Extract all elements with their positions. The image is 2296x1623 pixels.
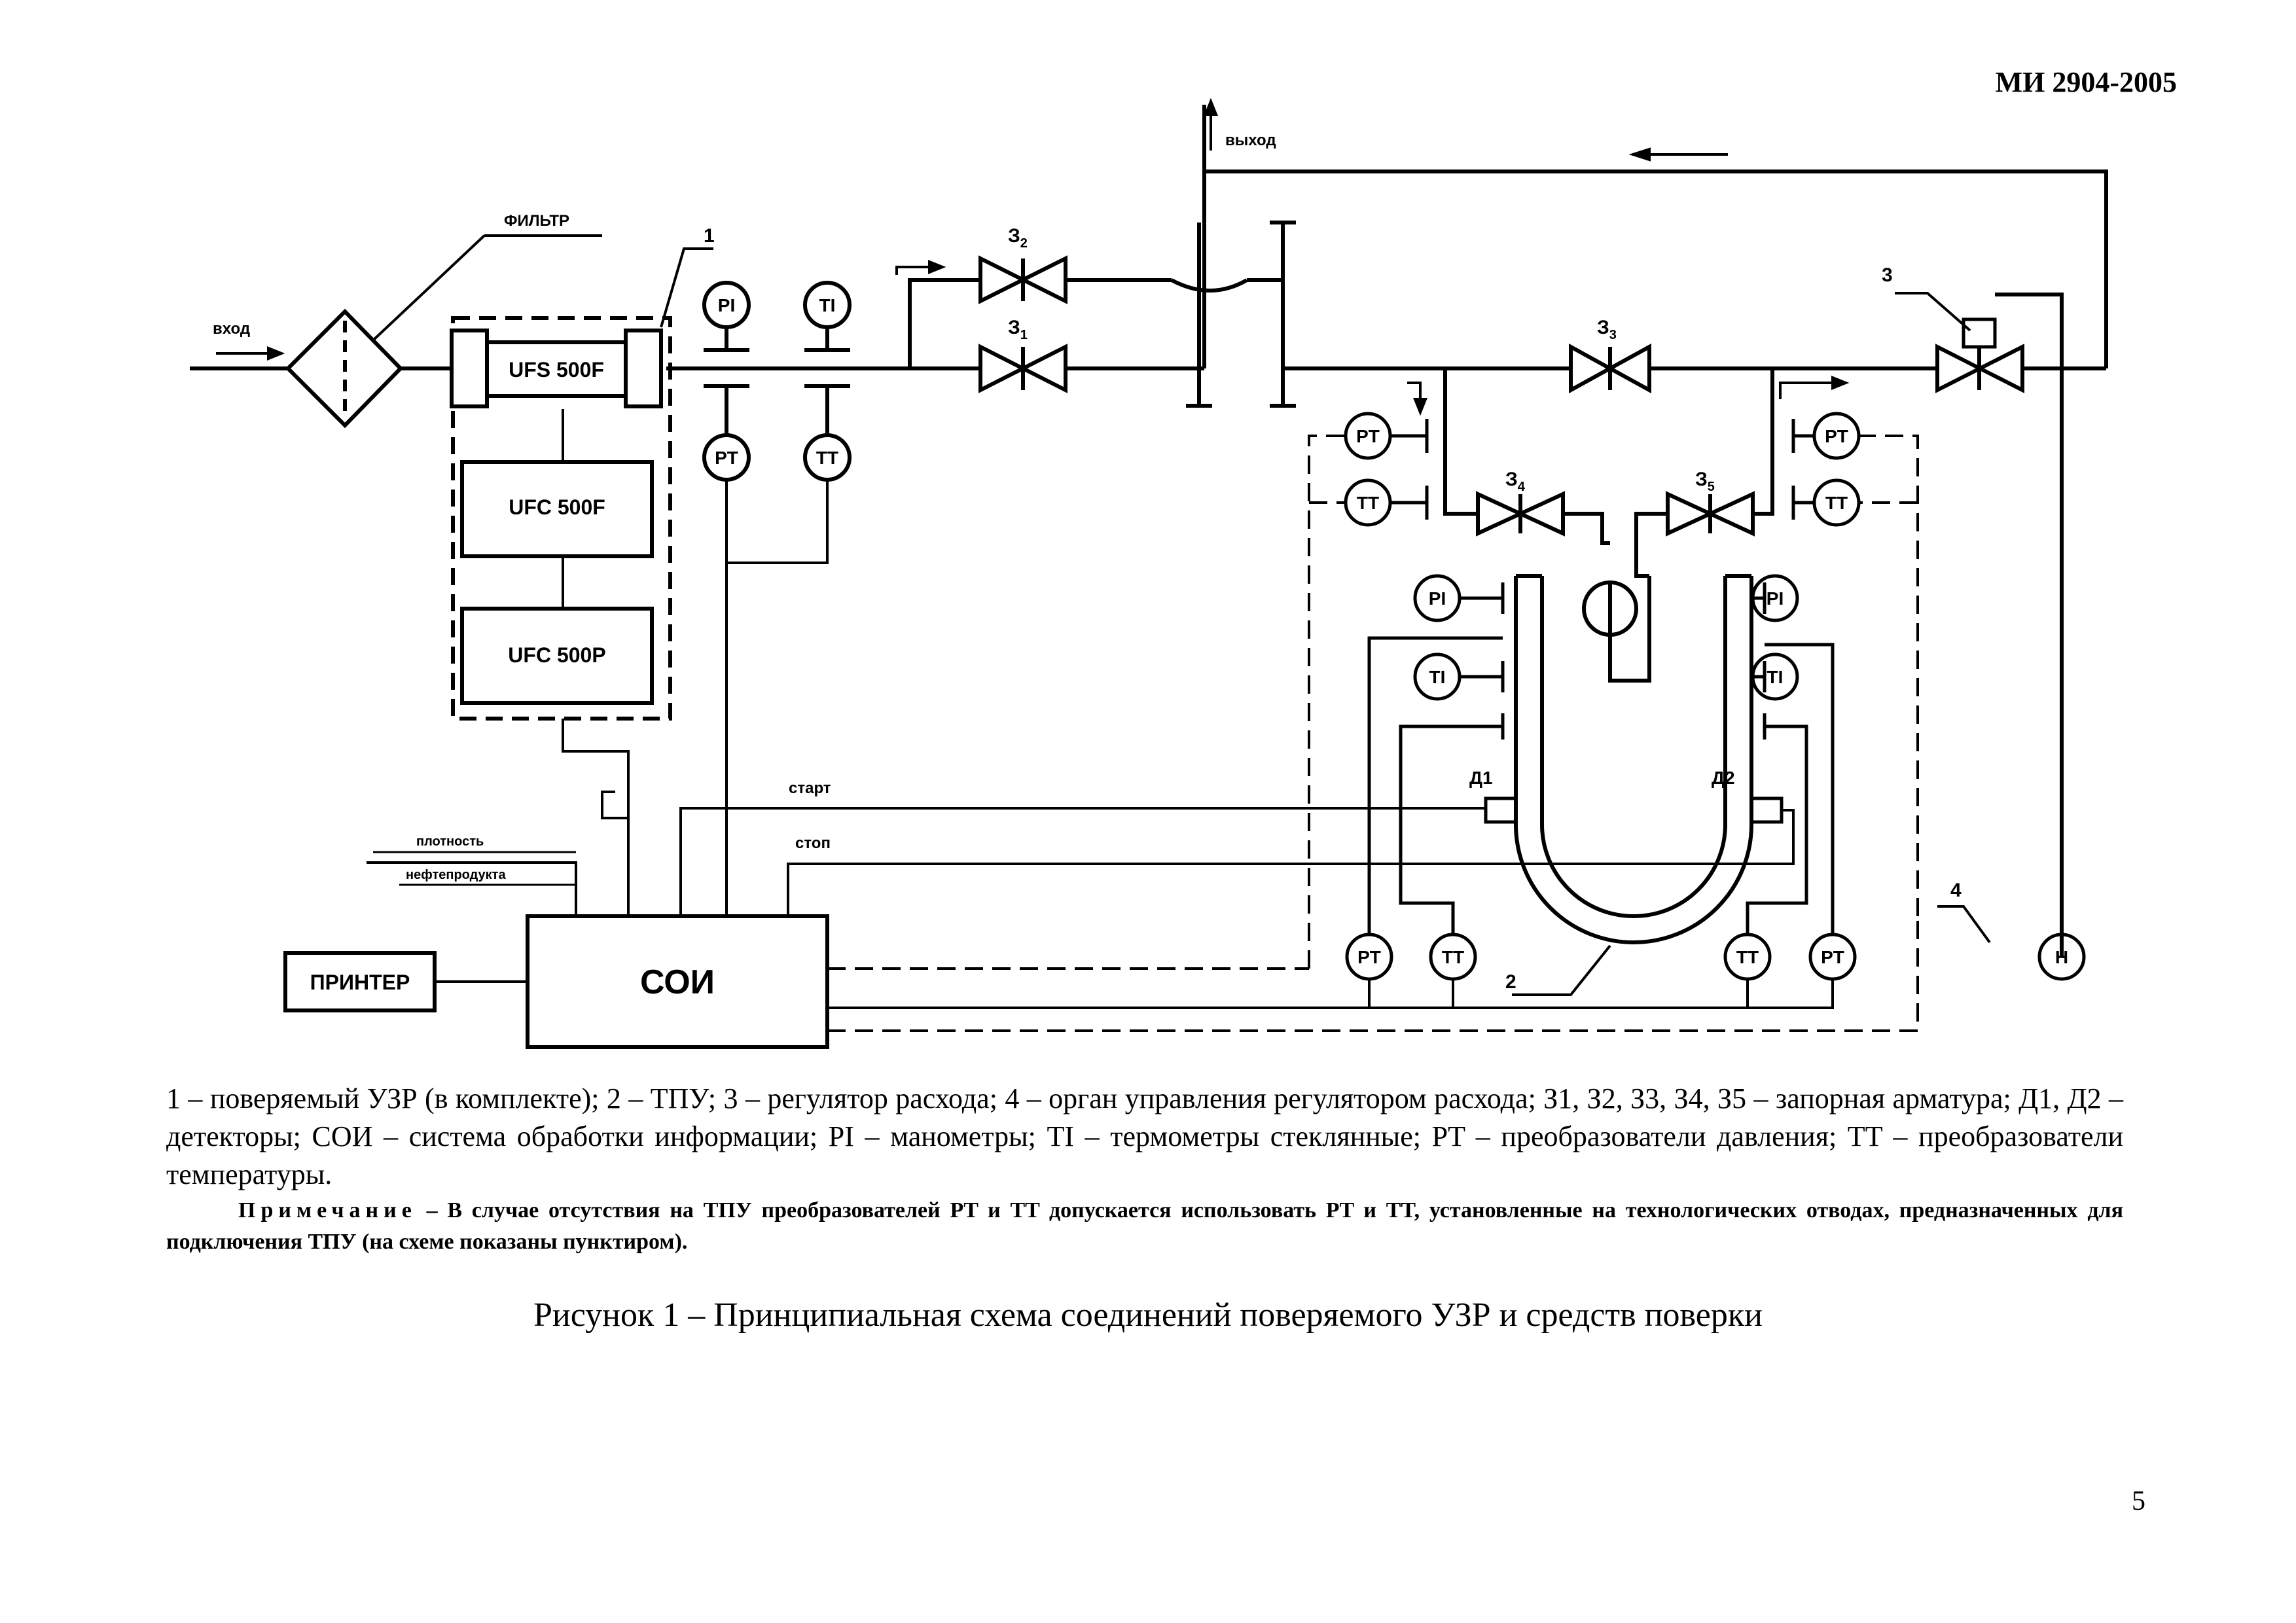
document-code: МИ 2904-2005 <box>1995 66 2177 98</box>
valve-z4-label: З4 <box>1505 469 1526 494</box>
start-label: старт <box>789 779 831 797</box>
figure-legend: 1 – поверяемый УЗР (в комплекте); 2 – ТП… <box>166 1082 2123 1190</box>
product-label: нефтепродукта <box>406 868 506 882</box>
ufc-500p-label: UFC 500P <box>508 643 605 667</box>
detector-d2-label: Д2 <box>1712 768 1735 788</box>
bottom-tt-right-label: TT <box>1736 947 1759 967</box>
figure-note: Примечание – В случае отсутствия на ТПУ … <box>166 1195 2123 1258</box>
bottom-pt-left-label: PT <box>1357 947 1381 967</box>
page-number: 5 <box>2132 1486 2145 1516</box>
tpu-ti-right-label: TI <box>1767 667 1784 687</box>
tpu-pi-left-label: PI <box>1429 588 1446 609</box>
callout-2: 2 <box>1505 971 1516 993</box>
callout-3: 3 <box>1882 264 1893 286</box>
callout-4: 4 <box>1950 880 1962 901</box>
left-pt-label: PT <box>1356 426 1380 446</box>
stop-label: стоп <box>795 834 831 852</box>
printer-label: ПРИНТЕР <box>310 971 410 994</box>
valve-z1-label: З1 <box>1008 317 1028 342</box>
output-label: выход <box>1225 132 1276 149</box>
bottom-pt-right-label: PT <box>1821 947 1844 967</box>
input-label: вход <box>213 320 250 338</box>
input-tt-label: TT <box>816 448 838 468</box>
note-text: – В случае отсутствия на ТПУ преобразова… <box>166 1198 2123 1254</box>
tpu-ti-left-label: TI <box>1429 667 1446 687</box>
detector-d1-label: Д1 <box>1469 768 1493 788</box>
input-pi-label: PI <box>718 295 735 315</box>
note-label: Примечание <box>238 1198 417 1222</box>
valve-z2-label: З2 <box>1008 225 1028 251</box>
density-label: плотность <box>416 834 484 849</box>
left-tt-label: TT <box>1357 493 1379 513</box>
input-ti-label: TI <box>819 295 836 315</box>
filter-label: ФИЛЬТР <box>504 212 569 230</box>
ufc-500f-label: UFC 500F <box>509 495 605 519</box>
valve-z3-label: З3 <box>1597 317 1617 342</box>
regulator-control-label: Н <box>2055 947 2068 967</box>
ufs-label: UFS 500F <box>509 358 604 382</box>
callout-1: 1 <box>704 225 715 247</box>
figure-caption: Рисунок 1 – Принципиальная схема соедине… <box>533 1296 1763 1334</box>
right-pt-label: PT <box>1825 426 1848 446</box>
bottom-tt-left-label: TT <box>1442 947 1464 967</box>
tpu-pi-right-label: PI <box>1767 588 1784 609</box>
right-tt-label: TT <box>1825 493 1848 513</box>
input-pt-label: PT <box>715 448 738 468</box>
valve-z5-label: З5 <box>1695 469 1715 494</box>
soi-label: СОИ <box>640 963 715 1001</box>
